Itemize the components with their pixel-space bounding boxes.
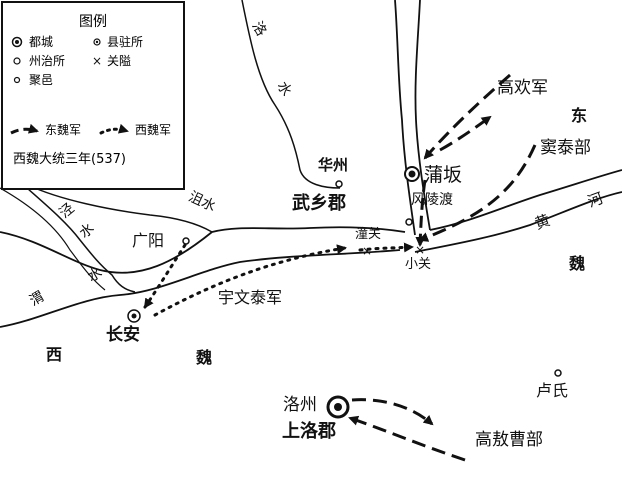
legend-capital: 都城 [29,35,54,49]
place-label-lushi: 卢氏 [536,381,569,400]
huazhou-county-symbol [335,180,343,188]
legend-symbols: × [10,36,129,135]
tongguan-pass-symbol: × [362,244,372,258]
region-label-west: 西 [46,345,63,364]
place-label-guangyang: 广阳 [132,231,165,250]
changan-prefecture-symbol [127,309,141,323]
yuwen-tai-route-guanyang [143,243,187,309]
army-label-dou-tai: 窦泰部 [540,138,591,158]
gao-ao-cao-route-in [348,415,466,462]
jing-river [17,179,136,293]
legend-west-wei-army: 西魏军 [135,123,172,137]
puban-to-xiaoguan-route [415,179,427,247]
jing-river-bank [0,187,106,291]
place-label-huazhou: 华州 [318,156,349,174]
gao-ao-cao-route-out [351,398,434,426]
yellow-river-south-bank-east [414,191,622,253]
svg-text:×: × [92,54,102,68]
place-label-puban: 蒲坂 [424,164,463,186]
yellow-river-west-bank [394,0,416,236]
place-label-changan: 长安 [106,325,140,345]
legend-prefecture-seat: 州治所 [29,54,66,68]
puban-capital-symbol [404,166,420,182]
region-label-west-wei: 魏 [196,348,213,367]
place-label-wuxiang: 武乡郡 [292,193,346,214]
place-label-tongguan: 潼关 [355,227,382,242]
yuwen-tai-route-east [153,244,347,317]
dou-tai-route [418,144,537,242]
place-label-xiaoguan: 小关 [405,257,432,272]
legend-east-wei-army: 东魏军 [45,123,82,137]
fenglingdu-town-symbol [405,218,413,226]
lushi-county-symbol [554,369,562,377]
region-label-east-wei: 魏 [569,254,586,273]
army-label-gao-huan: 高欢军 [497,78,548,98]
place-label-luzhou: 洛州 [283,395,317,415]
luo-river [241,0,341,189]
tongguan-to-xiaoguan-route [358,242,414,253]
legend-county-seat: 县驻所 [107,35,144,49]
place-label-fenglingdu: 风陵渡 [411,192,453,208]
legend: 图例 × 都城 县驻所 州治所 关隘 聚邑 东魏军 西魏军 西魏大统三年(537… [1,1,185,190]
place-label-shangluo: 上洛郡 [282,421,336,442]
shangluo-capital-symbol [326,395,350,419]
army-label-gao-ao-cao: 高敖曹部 [475,430,543,450]
gao-huan-route-in [423,73,511,160]
wei-river-south-bank [0,249,401,328]
ju-river [27,184,213,233]
yellow-river-east-bank [414,0,431,231]
region-label-east: 东 [571,106,588,125]
legend-title: 图例 [79,14,107,30]
legend-pass: 关隘 [107,54,132,68]
legend-date: 西魏大统三年(537) [13,152,126,167]
guangyang-county-symbol [182,237,190,245]
legend-town: 聚邑 [29,73,54,87]
wei-river-north-bank [0,226,406,274]
army-label-yuwen-tai: 宇文泰军 [218,288,283,307]
xiaoguan-pass-symbol: × [415,243,425,257]
gao-huan-route-out [439,115,492,152]
